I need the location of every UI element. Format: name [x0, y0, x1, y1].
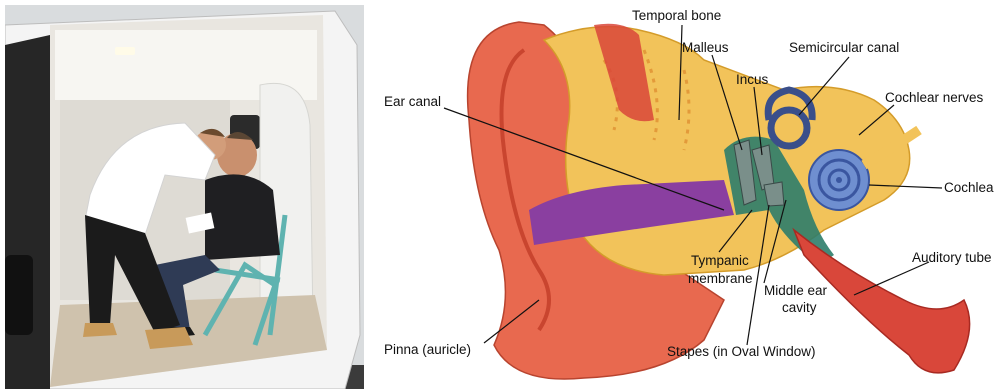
label-cochlear-nerves: Cochlear nerves — [885, 90, 984, 105]
ear-anatomy-diagram: Temporal bone Malleus Semicircular canal… — [364, 0, 1007, 389]
label-stapes: Stapes (in Oval Window) — [667, 344, 816, 359]
label-middle-ear-line2: cavity — [782, 300, 817, 315]
label-malleus: Malleus — [682, 40, 729, 55]
label-semicircular-canal: Semicircular canal — [789, 40, 899, 55]
label-pinna: Pinna (auricle) — [384, 342, 471, 357]
hearing-test-photo — [5, 5, 364, 389]
label-cochlea: Cochlea — [944, 180, 994, 195]
door-edge — [5, 255, 33, 335]
label-middle-ear-line1: Middle ear — [764, 283, 828, 298]
label-auditory-tube: Auditory tube — [912, 250, 992, 265]
label-ear-canal: Ear canal — [384, 94, 441, 109]
label-tympanic-line2: membrane — [688, 271, 753, 286]
label-incus: Incus — [736, 72, 769, 87]
label-tympanic-line1: Tympanic — [691, 253, 749, 268]
cochlea-spiral — [809, 150, 869, 210]
door-frame — [5, 35, 50, 389]
ceiling-light — [115, 47, 135, 55]
label-temporal-bone: Temporal bone — [632, 8, 721, 23]
